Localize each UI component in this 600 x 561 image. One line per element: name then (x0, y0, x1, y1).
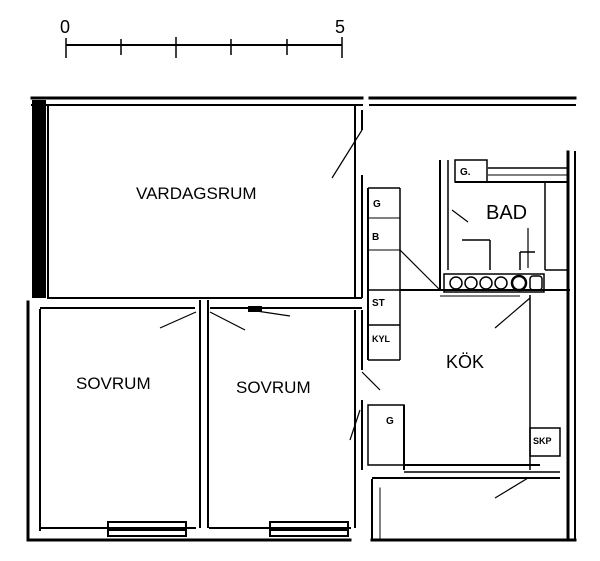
fixture-label-fridge: KYL (372, 334, 391, 344)
interior-walls (40, 105, 570, 528)
fixture-label-hall-g: G (373, 199, 381, 210)
fixture-label-kitchen-g: G (386, 416, 394, 427)
fixture-label-stove: ST (372, 298, 385, 309)
bath-fixtures-row (449, 274, 543, 292)
door-handle-mark (248, 306, 262, 312)
room-label-bedroom-right: SOVRUM (236, 378, 311, 397)
room-label-living: VARDAGSRUM (136, 184, 257, 203)
outer-walls (26, 96, 577, 542)
scale-bar (65, 37, 343, 58)
fixture-label-hall-b: B (372, 232, 379, 243)
room-label-bath: BAD (486, 202, 527, 224)
room-label-kitchen: KÖK (446, 352, 484, 372)
scale-end-label: 5 (335, 17, 345, 37)
fixture-label-bath-g: G. (460, 167, 471, 178)
room-label-bedroom-left: SOVRUM (76, 374, 151, 393)
fixture-label-closet: SKP (533, 436, 552, 446)
door-swings (159, 129, 531, 499)
scale-start-label: 0 (60, 17, 70, 37)
